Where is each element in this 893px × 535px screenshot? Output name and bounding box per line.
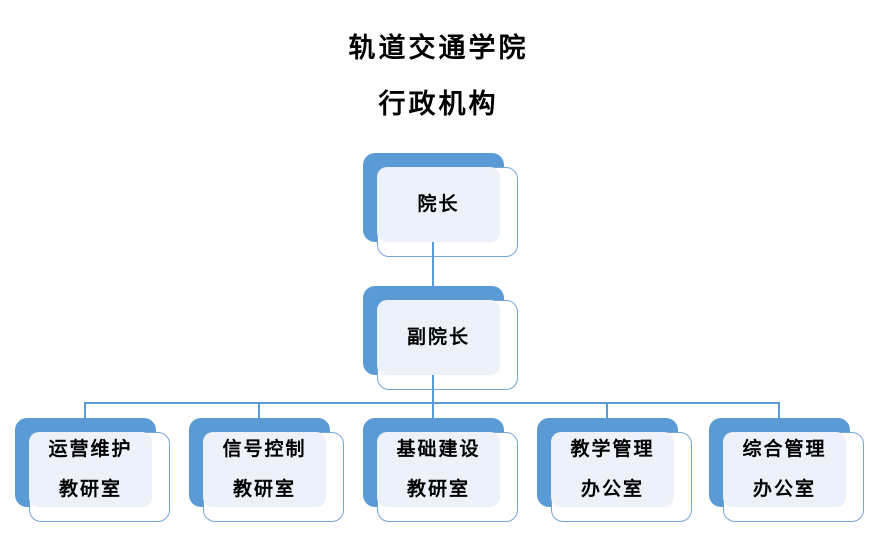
connector-branch-horizontal [84, 402, 779, 404]
node-label-line1: 教学管理 [570, 438, 655, 460]
node-panel-dean: 院长 [377, 167, 500, 242]
node-label-line2: 办公室 [580, 478, 644, 500]
title-line-2: 行政机构 [378, 89, 499, 119]
node-label-line1: 运营维护 [48, 438, 133, 460]
connector-vicedean-branch [432, 375, 434, 419]
node-panel-vice-dean: 副院长 [377, 300, 500, 375]
node-label-line2: 办公室 [752, 478, 816, 500]
node-panel-dept-4: 教学管理 办公室 [551, 432, 674, 507]
node-label-line1: 信号控制 [222, 438, 307, 460]
node-label-vice-dean: 副院长 [406, 326, 470, 348]
node-panel-dept-5: 综合管理 办公室 [723, 432, 846, 507]
node-panel-dept-1: 运营维护 教研室 [29, 432, 152, 507]
node-label-line1: 基础建设 [396, 438, 481, 460]
node-label-dean: 院长 [417, 193, 460, 215]
node-panel-dept-3: 基础建设 教研室 [377, 432, 500, 507]
node-label-line2: 教研室 [406, 478, 470, 500]
node-panel-dept-2: 信号控制 教研室 [203, 432, 326, 507]
connector-drop-dept-1 [84, 402, 86, 419]
node-label-line2: 教研室 [58, 478, 122, 500]
node-label-line2: 教研室 [232, 478, 296, 500]
title-line-1: 轨道交通学院 [348, 33, 529, 63]
node-label-line1: 综合管理 [742, 438, 827, 460]
connector-drop-dept-2 [258, 402, 260, 419]
connector-drop-dept-4 [606, 402, 608, 419]
connector-dean-vicedean [432, 242, 434, 287]
connector-drop-dept-5 [778, 402, 780, 419]
